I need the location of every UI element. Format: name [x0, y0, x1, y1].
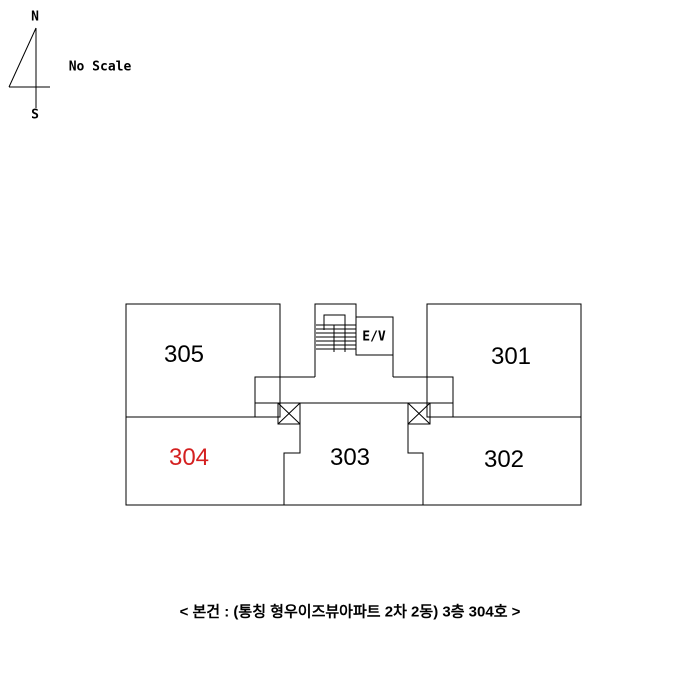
- room-302-outline: [423, 417, 582, 506]
- scale-note: No Scale: [68, 59, 132, 75]
- room-303-label: 303: [329, 444, 371, 471]
- compass-south: S: [31, 107, 39, 123]
- stair-outline: [314, 303, 394, 377]
- stair-treads-icon: [316, 314, 356, 352]
- corridor-outline: [126, 376, 581, 418]
- compass-north: N: [31, 9, 39, 25]
- room-305-label: 305: [163, 341, 205, 368]
- elevator-label: E/V: [362, 329, 386, 345]
- compass-icon: [8, 27, 50, 108]
- room-303-outline: [283, 403, 424, 506]
- room-304-label: 304: [168, 444, 210, 471]
- duct-right-icon: [407, 402, 431, 425]
- duct-left-icon: [277, 402, 301, 425]
- caption: < 본건 : (통칭 형우이즈뷰아파트 2차 2동) 3층 304호 >: [179, 603, 521, 621]
- room-304-outline: [125, 417, 284, 506]
- elevator-outline: [355, 316, 394, 356]
- room-302-label: 302: [483, 446, 525, 473]
- room-301-label: 301: [490, 343, 532, 370]
